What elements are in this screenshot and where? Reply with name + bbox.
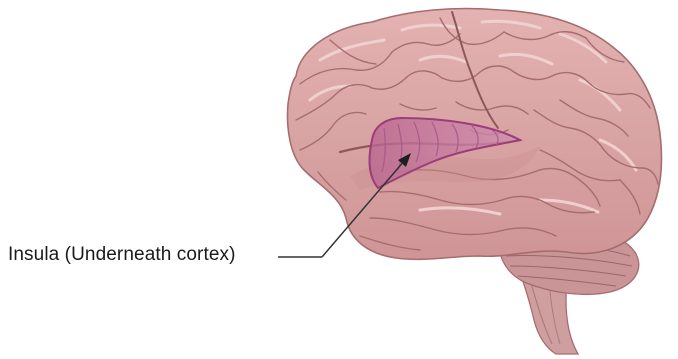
insula-label: Insula (Underneath cortex) [8,244,236,266]
